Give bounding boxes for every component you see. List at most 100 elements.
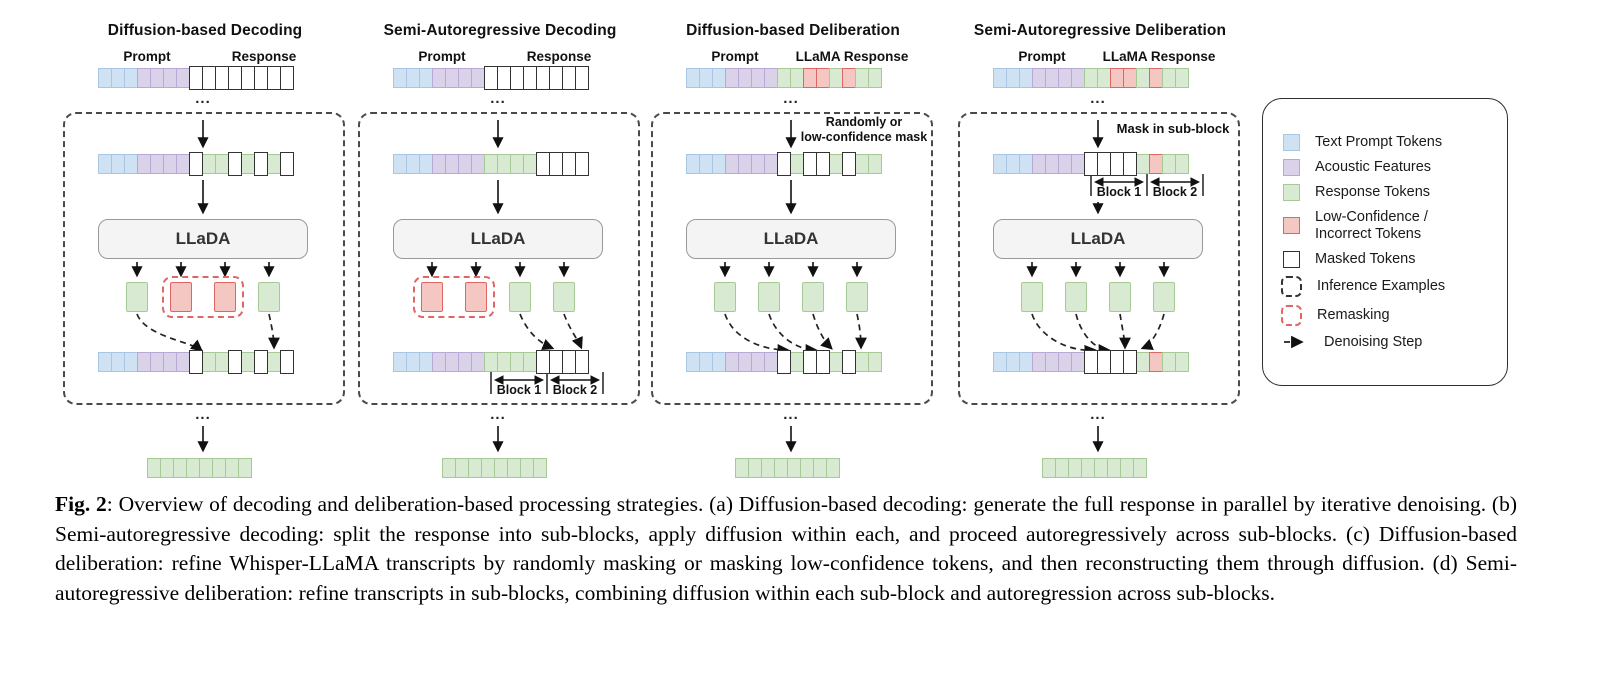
token-row-final [147,458,252,482]
response-label: LLaMA Response [1102,49,1216,64]
token-cell-P [458,68,472,88]
token-cell-G [523,154,537,174]
token-row-denoised [393,350,589,376]
token-cell-M [536,152,550,176]
text-prompt-swatch-icon [1283,133,1300,151]
legend-item: Masked Tokens [1283,250,1487,268]
token-row-denoised [993,350,1189,376]
token-cell-G [202,154,216,174]
token-cell-M [777,152,791,176]
token-cell-M [267,66,281,90]
token-cell-G [1042,458,1056,478]
token-cell-R [170,282,192,312]
token-cell-G [215,352,229,372]
token-cell-M [1123,350,1137,374]
token-cell-B [124,352,138,372]
token-cell-G [147,458,161,478]
token-row-masked [993,152,1189,178]
panel-diffusion-decoding: Diffusion-based Decoding Prompt Response… [55,16,355,481]
token-cell-R [465,282,487,312]
token-cell-P [1058,154,1072,174]
token-cell-M [562,66,576,90]
token-cell-G [523,352,537,372]
token-cell-P [725,154,739,174]
token-cell-G [1162,68,1176,88]
token-cell-P [176,154,190,174]
inference-example-box [63,112,345,405]
token-cell-G [199,458,213,478]
token-cell-G [510,154,524,174]
token-cell-B [712,154,726,174]
token-cell-P [176,68,190,88]
token-cell-P [176,352,190,372]
token-cell-P [1045,154,1059,174]
token-cell-M [816,350,830,374]
token-cell-M [575,350,589,374]
token-cell-M [562,350,576,374]
token-cell-G [800,458,814,478]
token-cell-G [1136,352,1150,372]
token-cell-R [214,282,236,312]
acoustic-features-swatch-icon [1283,158,1300,176]
response-tokens-swatch-icon [1283,183,1300,201]
ellipsis-top: ... [195,90,211,107]
token-cell-B [1019,154,1033,174]
llada-model-box: LLaDA [393,219,603,259]
token-cell-P [137,154,151,174]
token-cell-G [868,154,882,174]
prompt-label: Prompt [418,49,466,64]
token-cell-M [1097,350,1111,374]
token-cell-M [254,350,268,374]
token-cell-M [254,152,268,176]
legend-label: Remasking [1317,306,1390,323]
token-cell-M [280,350,294,374]
token-cell-B [712,352,726,372]
panel-semi-autoregressive-deliberation: Semi-Autoregressive Deliberation Prompt … [950,16,1250,481]
token-cell-B [699,352,713,372]
token-cell-G [215,154,229,174]
token-cell-M [575,66,589,90]
token-cell-M [549,66,563,90]
token-cell-M [842,350,856,374]
token-cell-P [471,352,485,372]
token-row-masked [686,152,882,178]
token-cell-G [761,458,775,478]
legend-item: Response Tokens [1283,183,1487,201]
token-cell-M [536,66,550,90]
token-cell-M [803,350,817,374]
token-cell-M [816,152,830,176]
remasking-outline [162,276,244,318]
token-cell-P [738,352,752,372]
token-cell-P [445,352,459,372]
token-cell-G [258,282,280,312]
token-cell-G [787,458,801,478]
token-row-initial [993,68,1189,92]
ellipsis-top: ... [490,90,506,107]
token-cell-M [280,152,294,176]
token-cell-B [712,68,726,88]
token-cell-G [758,282,780,312]
token-cell-G [1055,458,1069,478]
token-cell-P [458,352,472,372]
token-cell-R [1149,154,1163,174]
token-cell-P [458,154,472,174]
token-row-denoised [686,350,882,376]
token-cell-P [163,154,177,174]
token-cell-M [228,152,242,176]
token-cell-P [471,154,485,174]
legend-item: Text Prompt Tokens [1283,133,1487,151]
token-cell-B [1019,352,1033,372]
token-cell-M [842,152,856,176]
token-cell-G [868,68,882,88]
token-cell-M [241,66,255,90]
token-cell-G [748,458,762,478]
legend-item: Remasking [1281,304,1487,326]
token-cell-B [1006,68,1020,88]
token-cell-G [455,458,469,478]
token-row-final [735,458,840,482]
llada-model-box: LLaDA [993,219,1203,259]
token-cell-M [549,152,563,176]
token-cell-P [725,352,739,372]
legend-item: Low-Confidence / Incorrect Tokens [1283,209,1487,243]
token-cell-R [1149,352,1163,372]
